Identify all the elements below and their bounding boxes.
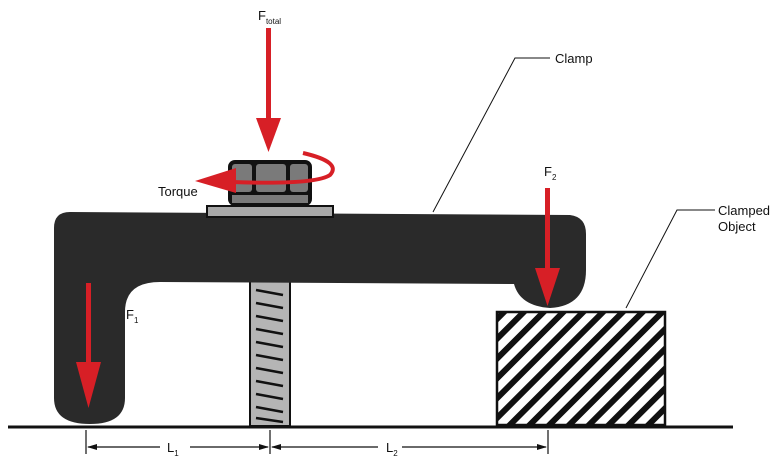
clamped-object-label-line1: Clamped — [718, 203, 770, 218]
l1-label: L1 — [167, 440, 179, 458]
f2-arrow — [535, 188, 560, 306]
screw — [249, 279, 291, 427]
clamped-object — [495, 310, 667, 427]
object-leader-line — [625, 209, 715, 309]
f1-arrow — [76, 283, 101, 408]
torque-label: Torque — [158, 184, 198, 199]
washer — [206, 205, 334, 218]
clamp-body — [54, 212, 586, 424]
f-total-arrow — [256, 28, 281, 152]
clamped-object-label-line2: Object — [718, 219, 756, 234]
f2-label: F2 — [544, 164, 557, 182]
clamp-label: Clamp — [555, 51, 593, 66]
clamp-leader-line — [432, 57, 550, 213]
torque-arrow — [195, 151, 335, 193]
l2-label: L2 — [386, 440, 398, 458]
dimension-lines — [85, 430, 549, 454]
f1-label: F1 — [126, 307, 139, 325]
f-total-label: Ftotal — [258, 8, 281, 26]
